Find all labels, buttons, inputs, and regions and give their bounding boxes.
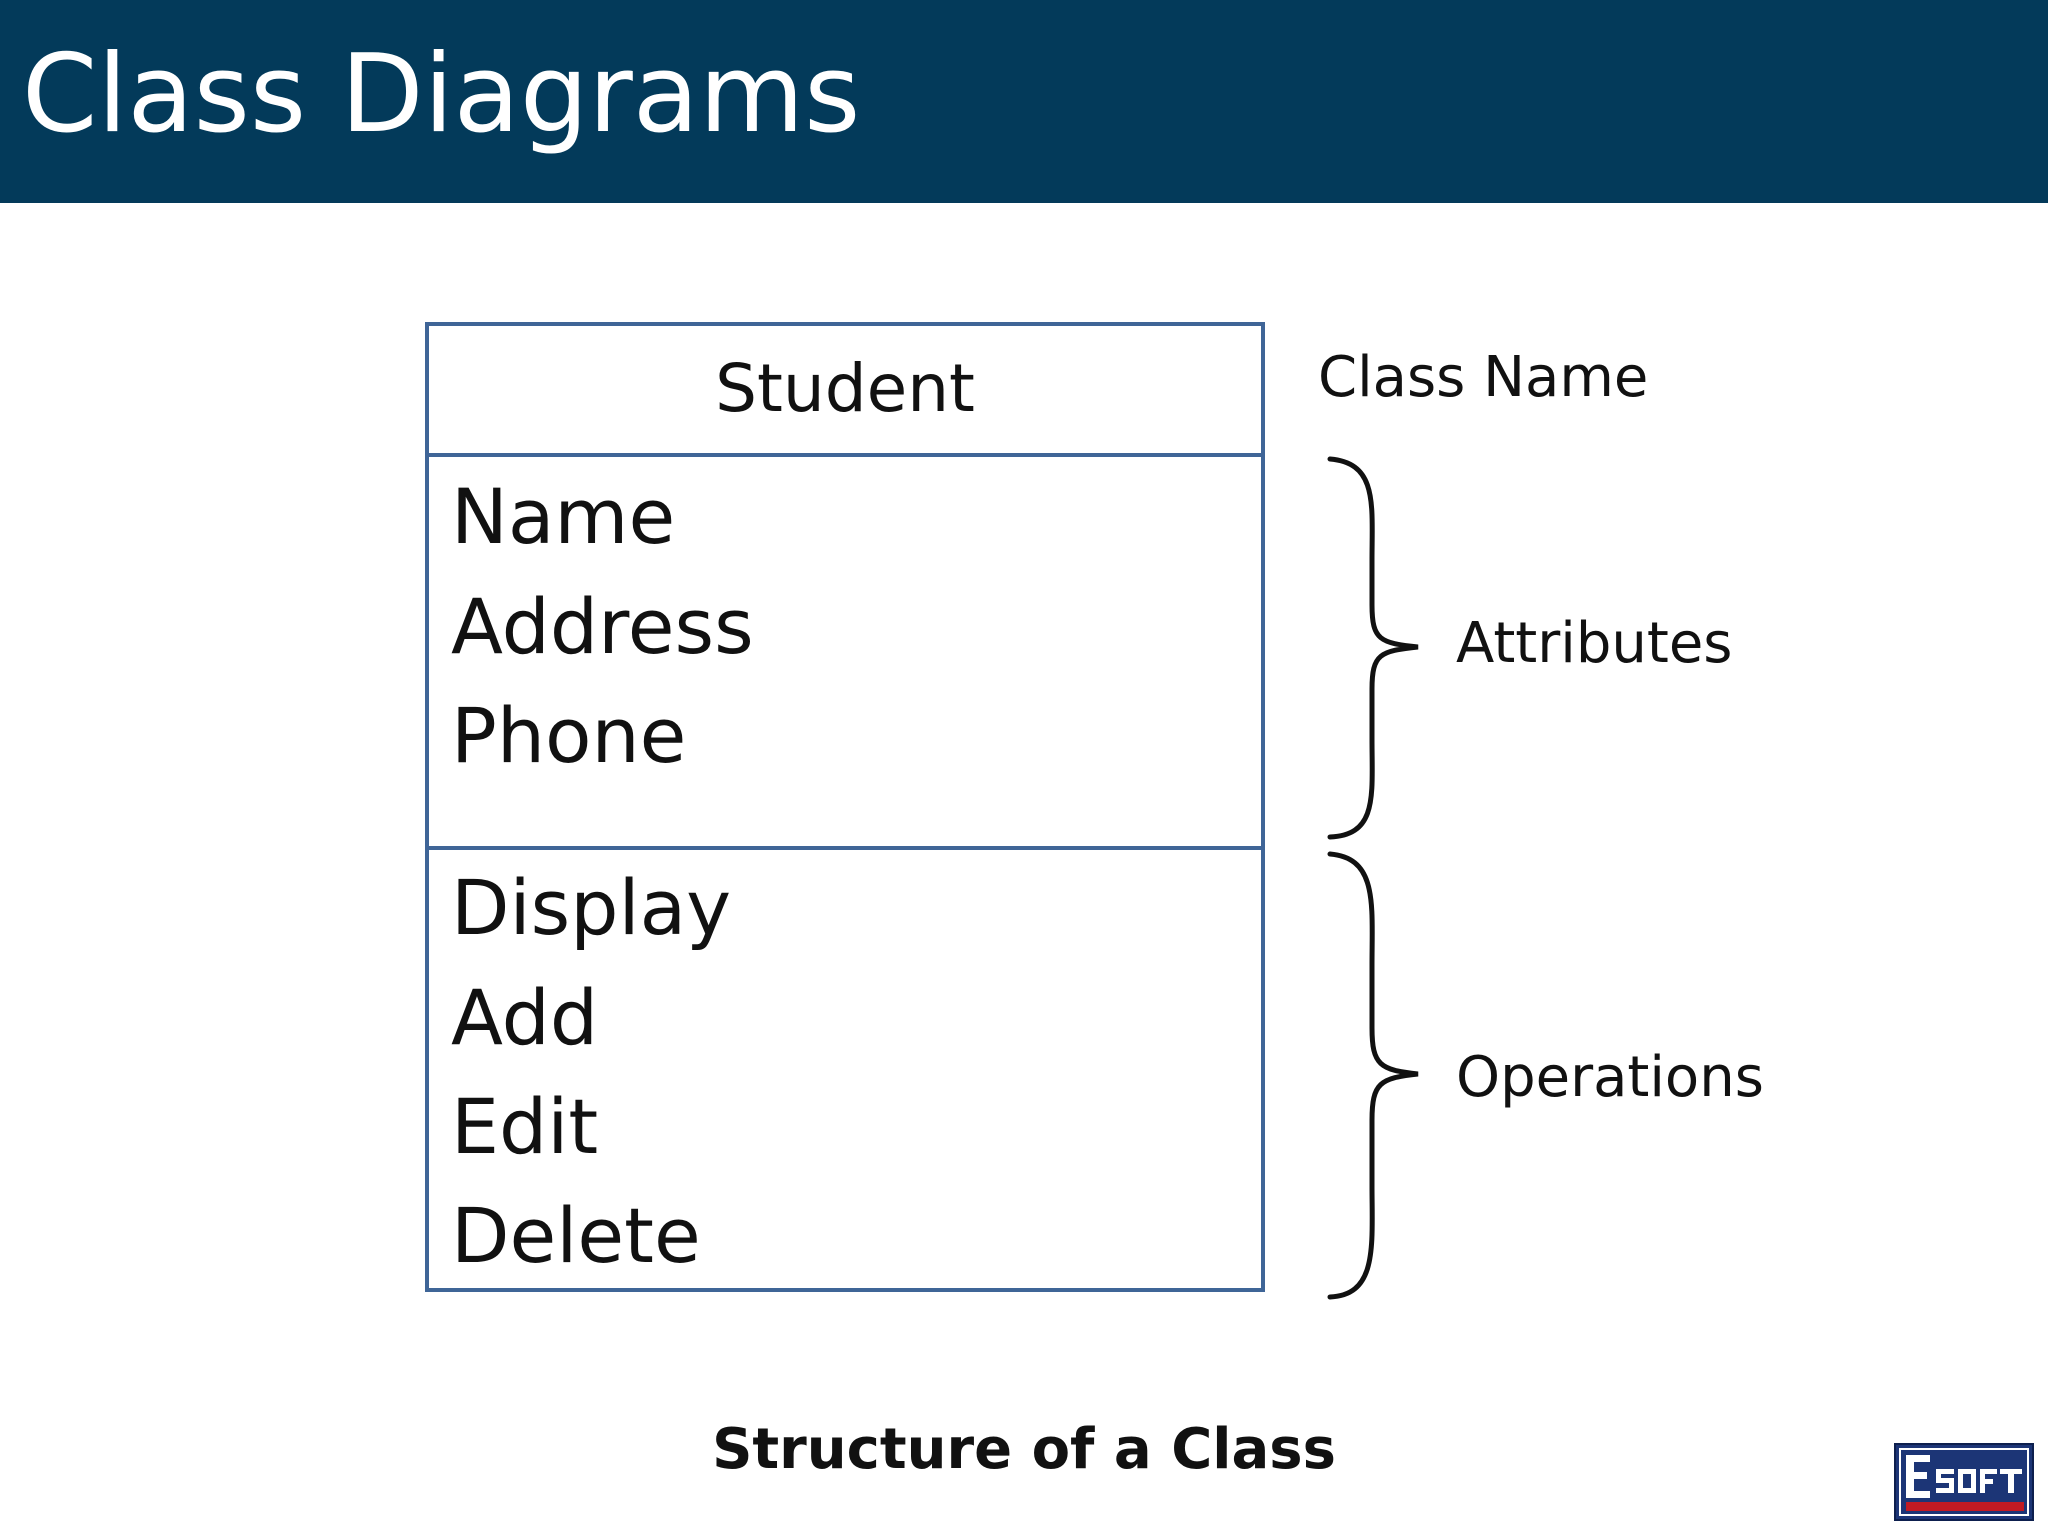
uml-class-box: Student Name Address Phone Display Add E… bbox=[425, 322, 1265, 1292]
operation-item: Edit bbox=[451, 1082, 599, 1171]
operation-item: Display bbox=[451, 863, 732, 952]
attributes-label: Attributes bbox=[1456, 611, 1733, 676]
attribute-item: Name bbox=[451, 472, 676, 561]
operation-item: Add bbox=[451, 973, 599, 1062]
title-bar bbox=[0, 0, 2048, 203]
esoft-logo-mark bbox=[1896, 1445, 2032, 1519]
slide-title: Class Diagrams bbox=[22, 32, 861, 157]
esoft-logo bbox=[1894, 1443, 2034, 1521]
class-name-label: Class Name bbox=[1318, 345, 1649, 410]
attribute-item: Phone bbox=[451, 691, 687, 780]
operation-item: Delete bbox=[451, 1191, 701, 1280]
operations-label: Operations bbox=[1456, 1045, 1764, 1110]
attributes-compartment: Name Address Phone bbox=[429, 457, 1261, 850]
attributes-brace-icon bbox=[1327, 456, 1419, 840]
operations-brace-icon bbox=[1327, 851, 1419, 1300]
class-name: Student bbox=[715, 350, 975, 427]
operations-compartment: Display Add Edit Delete bbox=[429, 850, 1261, 1288]
diagram-caption: Structure of a Class bbox=[712, 1417, 1336, 1482]
attribute-item: Address bbox=[451, 582, 754, 671]
class-name-compartment: Student bbox=[429, 326, 1261, 457]
